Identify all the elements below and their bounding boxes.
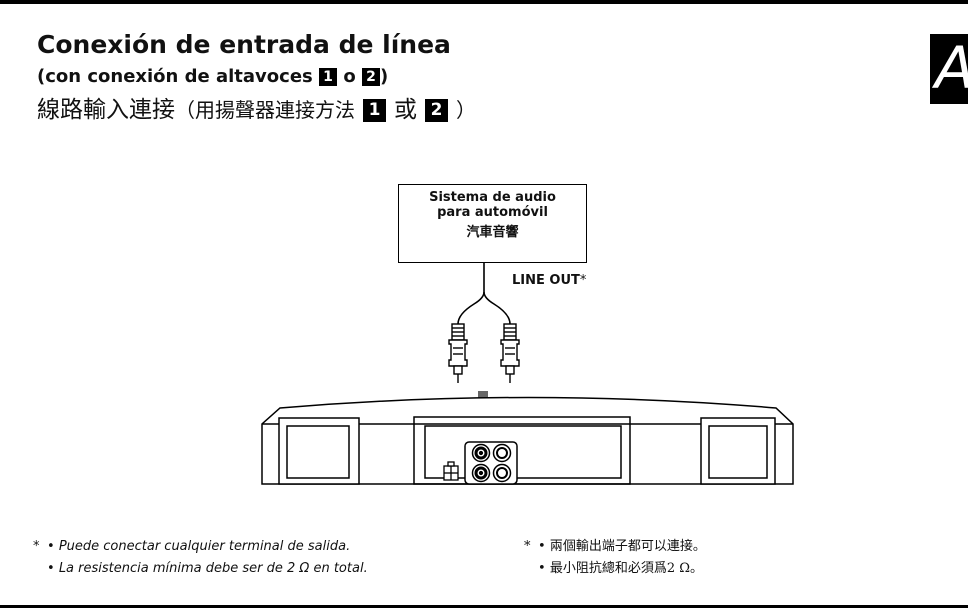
connection-diagram (261, 263, 794, 485)
input-jack-icon (471, 463, 491, 483)
rca-input-jacks (464, 441, 518, 485)
amplifier-right-fin (700, 417, 776, 485)
note-item: • 最小阻抗總和必須爲2 Ω。 (524, 558, 706, 580)
note-asterisk: * (33, 539, 40, 554)
note-text: 兩個輸出端子都可以連接。 (549, 539, 706, 554)
car-audio-label-line1: Sistema de audio (429, 190, 556, 205)
car-audio-label-chinese: 汽車音響 (466, 225, 519, 240)
chinese-connection-number-1: 1 (363, 99, 386, 122)
chinese-title-main: 線路輸入連接 (37, 97, 175, 123)
amplifier-left-fin (278, 417, 360, 485)
connection-number-1: 1 (319, 68, 338, 86)
car-audio-label-line2: para automóvil (437, 205, 548, 220)
line-out-text: LINE OUT (512, 273, 580, 288)
line-out-asterisk: * (579, 273, 587, 288)
line-out-cable-right (483, 291, 511, 325)
amplifier-outline (261, 396, 794, 485)
rca-plug-left-icon (448, 323, 468, 383)
bullet-icon: • (47, 539, 55, 554)
note-item: * • 兩個輸出端子都可以連接。 (524, 536, 706, 558)
chinese-connection-number-2: 2 (425, 99, 448, 122)
bullet-icon: • (538, 539, 546, 554)
chinese-title-or: 或 (394, 97, 417, 123)
line-out-cable (457, 263, 485, 325)
bullet-icon: • (538, 561, 546, 576)
subtitle-suffix: ) (379, 66, 389, 87)
input-jack-icon (471, 443, 491, 463)
input-jack-icon (492, 463, 512, 483)
note-item: • La resistencia mínima debe ser de 2 Ω … (33, 558, 368, 580)
power-connector-icon (443, 461, 459, 481)
amplifier-terminal-panel (413, 416, 631, 485)
bullet-icon: • (47, 561, 55, 576)
amplifier-unit (261, 396, 794, 485)
note-text: Puede conectar cualquier terminal de sal… (58, 539, 351, 554)
chinese-title-paren-close: ） (456, 98, 476, 122)
rca-plug-right-icon (500, 323, 520, 383)
section-tab: A (930, 34, 968, 104)
connection-number-2: 2 (361, 68, 380, 86)
notes-spanish: * • Puede conectar cualquier terminal de … (33, 536, 368, 580)
subtitle-prefix: (con conexión de altavoces (37, 66, 313, 87)
car-audio-system-box: Sistema de audio para automóvil 汽車音響 (398, 184, 587, 263)
note-text: 最小阻抗總和必須爲2 Ω。 (549, 561, 703, 576)
note-text: La resistencia mínima debe ser de 2 Ω en… (58, 561, 368, 576)
line-out-label: LINE OUT* (512, 273, 586, 288)
page-title: Conexión de entrada de línea (37, 30, 451, 59)
notes-chinese: * • 兩個輸出端子都可以連接。 • 最小阻抗總和必須爲2 Ω。 (524, 536, 706, 580)
subtitle-or: o (343, 66, 356, 87)
note-asterisk: * (524, 539, 531, 554)
note-item: * • Puede conectar cualquier terminal de … (33, 536, 368, 558)
section-letter: A (935, 36, 968, 100)
chinese-title-paren-open: （用揚聲器連接方法 (175, 98, 355, 122)
page-subtitle: (con conexión de altavoces 1 o 2) (37, 66, 388, 88)
input-jack-icon (492, 443, 512, 463)
